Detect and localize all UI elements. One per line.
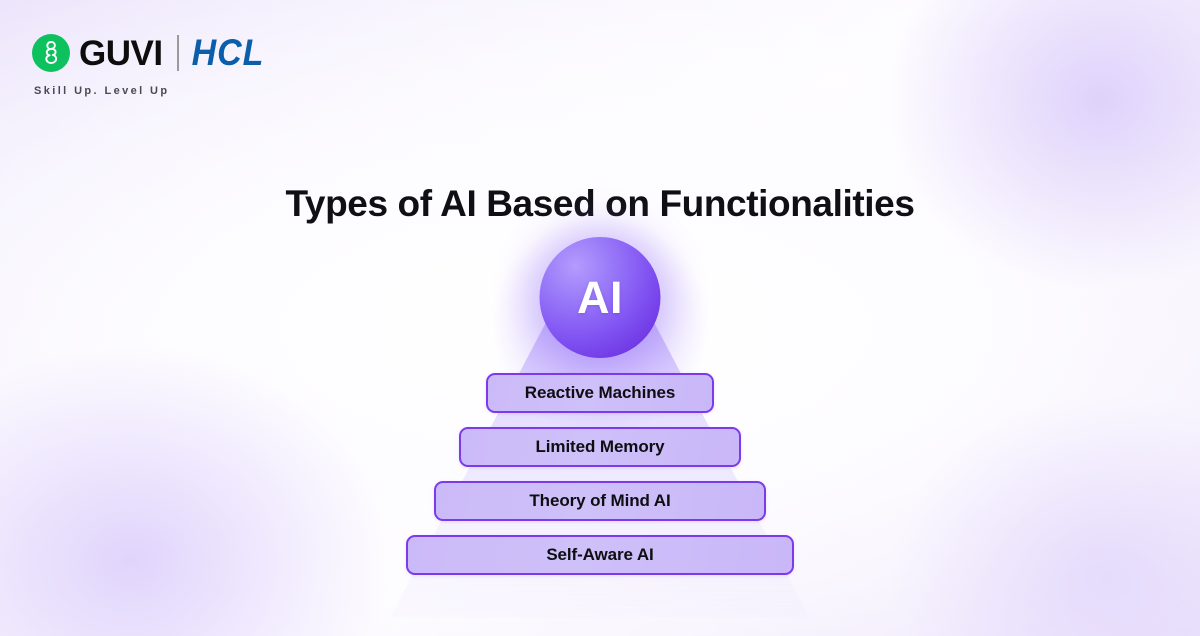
pyramid-tier-theory-of-mind-ai[interactable]: Theory of Mind AI	[434, 481, 766, 521]
pyramid-tier-label: Limited Memory	[535, 437, 665, 456]
guvi-g-icon	[32, 34, 70, 72]
pyramid-tier-list: Reactive Machines Limited Memory Theory …	[0, 373, 1200, 575]
guvi-wordmark: GUVI	[79, 33, 163, 73]
page-title: Types of AI Based on Functionalities	[285, 182, 915, 224]
pyramid-tier-label: Self-Aware AI	[546, 545, 654, 564]
hcl-wordmark: HCL	[191, 32, 265, 74]
pyramid-tier-self-aware-ai[interactable]: Self-Aware AI	[406, 535, 794, 575]
pyramid-tier-limited-memory[interactable]: Limited Memory	[459, 427, 741, 467]
vertical-divider-icon	[176, 35, 179, 71]
logo-row: GUVI HCL	[32, 30, 264, 76]
pyramid-tier-label: Reactive Machines	[524, 383, 676, 402]
ai-sphere-label: AI	[577, 272, 623, 323]
brand-logo-bar: GUVI HCL Skill Up. Level Up	[32, 30, 264, 97]
brand-tagline: Skill Up. Level Up	[34, 85, 170, 97]
ai-pyramid-diagram: AI Reactive Machines Limited Memory Theo…	[0, 216, 1200, 618]
pyramid-tier-reactive-machines[interactable]: Reactive Machines	[486, 373, 714, 413]
pyramid-tier-label: Theory of Mind AI	[529, 491, 671, 510]
ai-sphere-icon: AI	[539, 237, 661, 358]
